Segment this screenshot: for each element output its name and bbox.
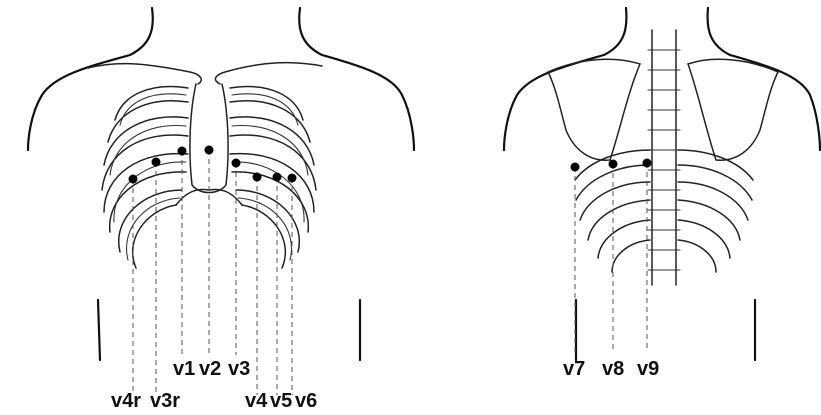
back-lead-lines [575, 163, 647, 352]
electrode-v7 [571, 163, 580, 172]
electrode-v2 [205, 146, 214, 155]
electrode-v6 [288, 174, 297, 183]
label-v8: v8 [602, 358, 624, 381]
label-v5: v5 [270, 390, 292, 413]
electrode-v5 [273, 173, 282, 182]
label-v2: v2 [199, 358, 221, 381]
back-torso-outline [504, 8, 820, 360]
front-ribs-right [102, 87, 188, 268]
label-v9: v9 [637, 358, 659, 381]
back-scapula-right [548, 59, 640, 160]
front-sternum [190, 84, 228, 193]
label-v1: v1 [173, 358, 195, 381]
front-torso [28, 8, 414, 360]
back-torso [504, 8, 820, 360]
electrode-v4r [129, 175, 138, 184]
label-v3r: v3r [150, 390, 180, 413]
electrode-v3 [232, 159, 241, 168]
back-spine [648, 30, 680, 285]
label-v4r: v4r [111, 390, 141, 413]
electrode-v4 [253, 173, 262, 182]
electrode-v3r [152, 158, 161, 167]
electrode-v8 [609, 160, 618, 169]
front-clavicles [88, 63, 322, 84]
label-v3: v3 [228, 358, 250, 381]
label-v6: v6 [295, 390, 317, 413]
electrode-v9 [643, 159, 652, 168]
front-torso-outline [28, 8, 414, 360]
label-v4: v4 [245, 390, 267, 413]
label-v7: v7 [563, 358, 585, 381]
electrode-v1 [178, 147, 187, 156]
back-ribs-left [678, 150, 753, 272]
back-scapula-left [688, 59, 778, 160]
